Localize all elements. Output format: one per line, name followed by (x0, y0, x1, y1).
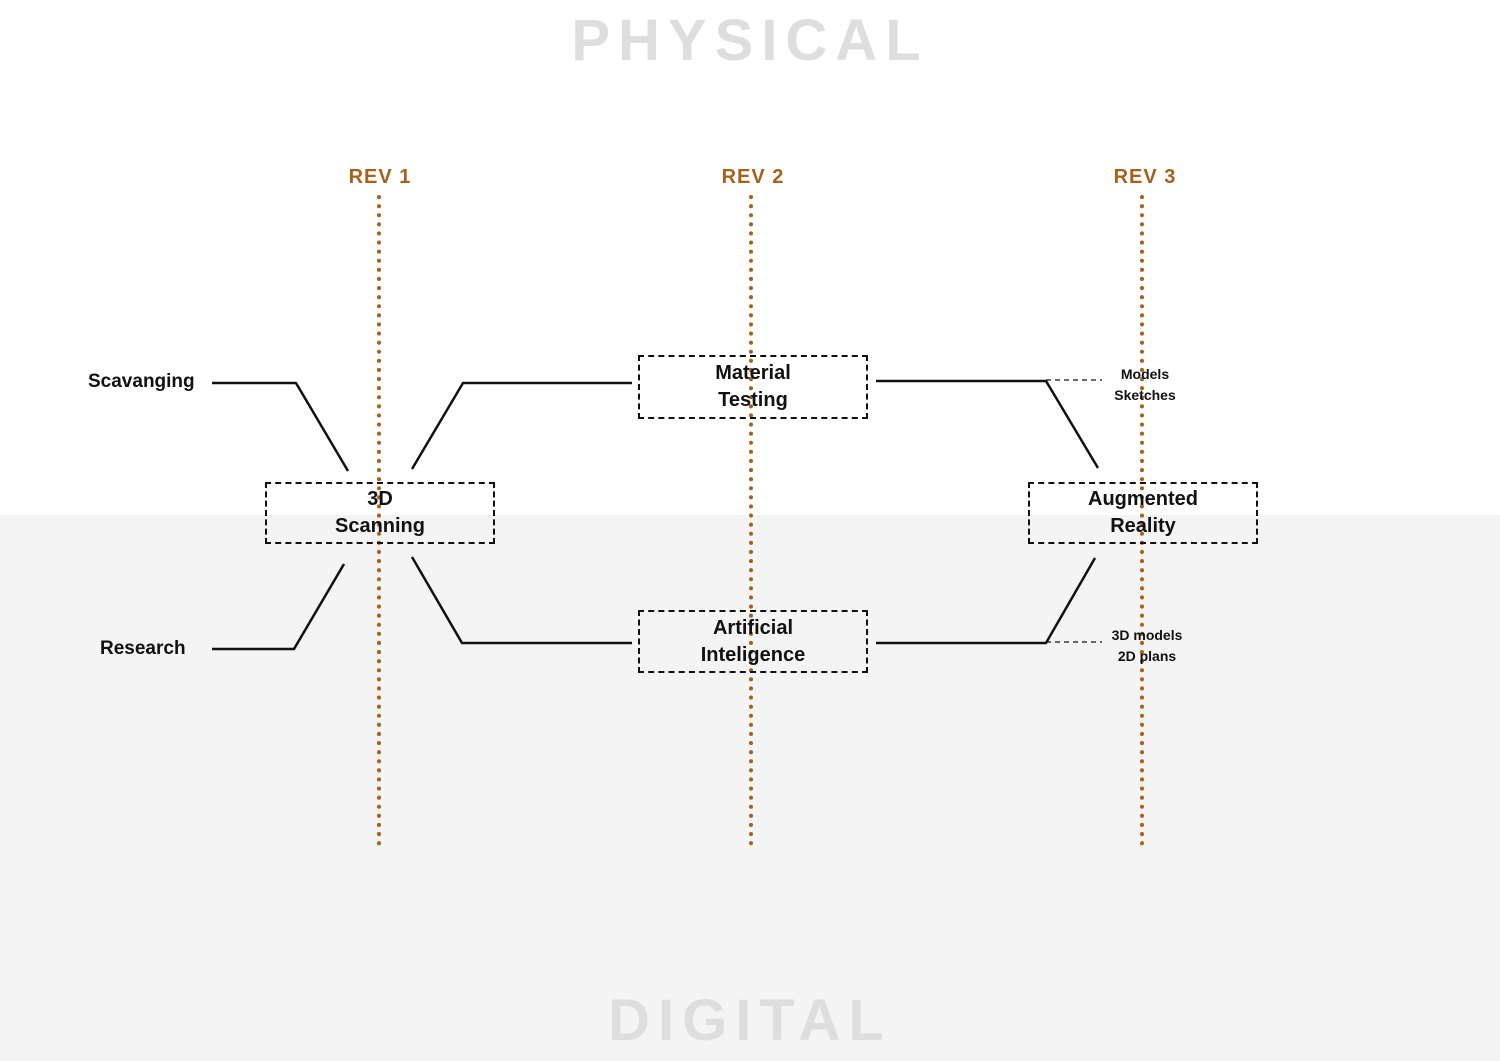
material-testing-line-1: Material (715, 362, 791, 384)
digital-output-3d-models: 3D models (1111, 627, 1183, 643)
digital-output-2d-plans: 2D plans (1117, 648, 1177, 664)
rev-3-label: REV 3 (1113, 166, 1177, 188)
physical-outputs-note: Models Sketches (1085, 364, 1205, 406)
research-connector (212, 563, 346, 651)
ai-to-ar-connector (876, 557, 1097, 645)
artificial-inteligence-line-1: Artificial (712, 616, 794, 639)
scavanging-label: Scavanging (88, 371, 195, 392)
scanning-to-material-connector (410, 381, 632, 470)
3d-scanning-line-2: Scanning (334, 515, 425, 537)
augmented-reality-line-2: Reality (1110, 515, 1176, 537)
material-to-ar-connector (876, 379, 1100, 469)
physical-output-sketches: Sketches (1114, 387, 1176, 403)
augmented-reality-line-1: Augmented (1088, 488, 1198, 510)
research-label: Research (100, 638, 186, 659)
material-testing-line-2: Testing (718, 389, 788, 411)
3d-scanning-node: 3D Scanning (265, 482, 495, 544)
physical-output-models: Models (1120, 366, 1170, 382)
augmented-reality-node: Augmented Reality (1028, 482, 1258, 544)
digital-outputs-note: 3D models 2D plans (1087, 625, 1207, 667)
3d-scanning-line-1: 3D (367, 488, 393, 510)
rev-1-label: REV 1 (348, 166, 412, 188)
physical-zone-label: PHYSICAL (571, 8, 929, 73)
scavanging-connector (212, 381, 350, 472)
scanning-to-ai-connector (410, 556, 632, 645)
artificial-inteligence-node: Artificial Inteligence (638, 610, 868, 673)
material-testing-node: Material Testing (638, 355, 868, 419)
digital-zone-label: DIGITAL (608, 988, 892, 1053)
rev-2-label: REV 2 (721, 166, 785, 188)
artificial-inteligence-line-2: Inteligence (700, 643, 806, 666)
